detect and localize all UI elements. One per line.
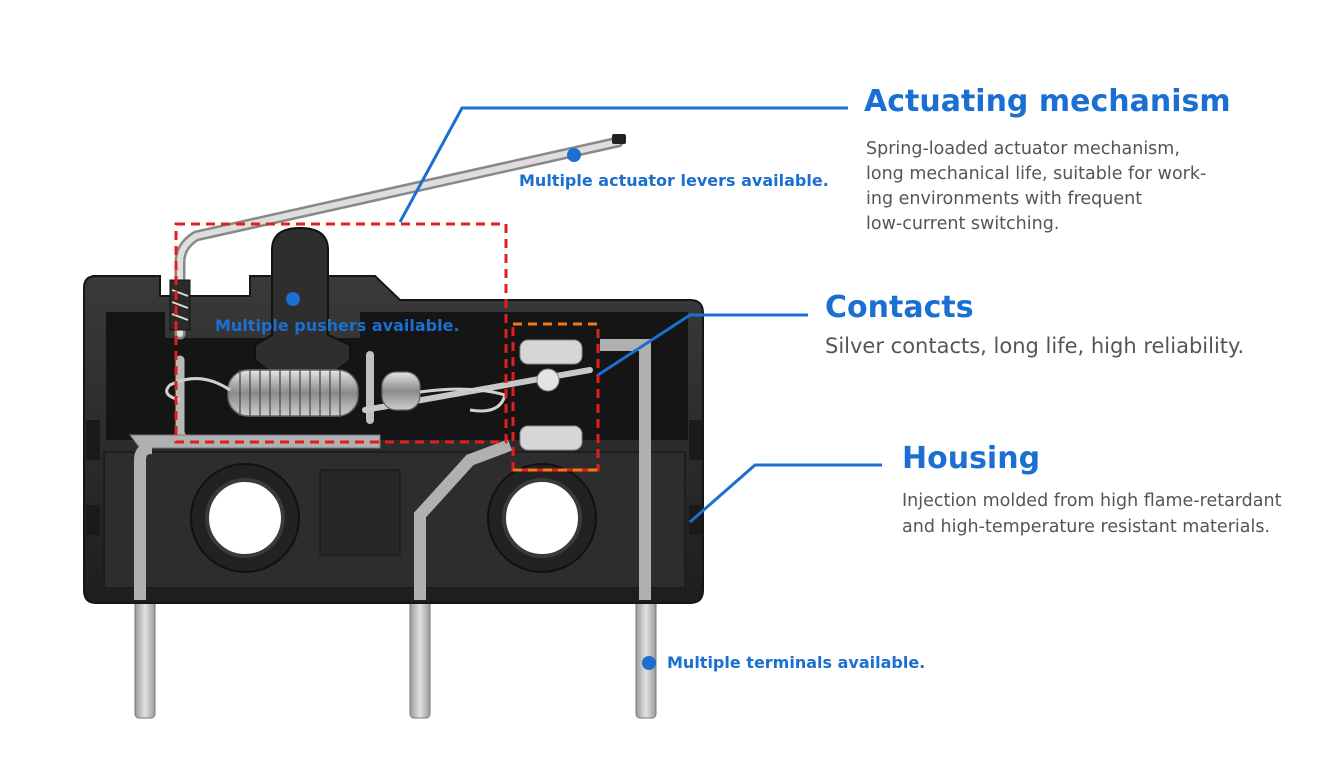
housing-description-line: and high-temperature resistant materials… — [902, 517, 1271, 537]
leader-line-housing — [689, 463, 882, 524]
actuating-mechanism-title: Actuating mechanism — [864, 84, 1231, 119]
lower-contact — [519, 425, 583, 451]
contact-assembly — [519, 339, 583, 451]
upper-contact — [519, 339, 583, 365]
actuating-mechanism-description: Spring-loaded actuator mechanism, long m… — [866, 137, 1206, 237]
housing-description: Injection molded from high flame-retarda… — [902, 488, 1281, 540]
pushers-marker-dot — [286, 292, 300, 306]
leader-line-contacts — [597, 313, 808, 377]
pushers-label: Multiple pushers available. — [215, 316, 460, 335]
actuating-description-line: low-current switching. — [866, 214, 1060, 234]
coil-spring — [165, 369, 507, 417]
contacts-description: Silver contacts, long life, high reliabi… — [825, 334, 1245, 358]
housing-title: Housing — [902, 441, 1041, 476]
leader-line-actuating — [398, 106, 848, 223]
contacts-highlight-box — [511, 322, 600, 472]
terminals-label: Multiple terminals available. — [667, 653, 926, 672]
pusher-highlight-box — [174, 222, 508, 444]
moving-contact — [536, 368, 560, 392]
actuating-description-line: long mechanical life, suitable for work- — [866, 164, 1207, 184]
actuating-description-line: ing environments with frequent — [866, 189, 1143, 209]
terminals-marker-dot — [642, 656, 656, 670]
housing-description-line: Injection molded from high flame-retarda… — [902, 491, 1282, 511]
levers-label: Multiple actuator levers available. — [519, 171, 829, 190]
levers-marker-dot — [567, 148, 581, 162]
contacts-title: Contacts — [825, 290, 974, 325]
actuating-description-line: Spring-loaded actuator mechanism, — [866, 139, 1180, 159]
